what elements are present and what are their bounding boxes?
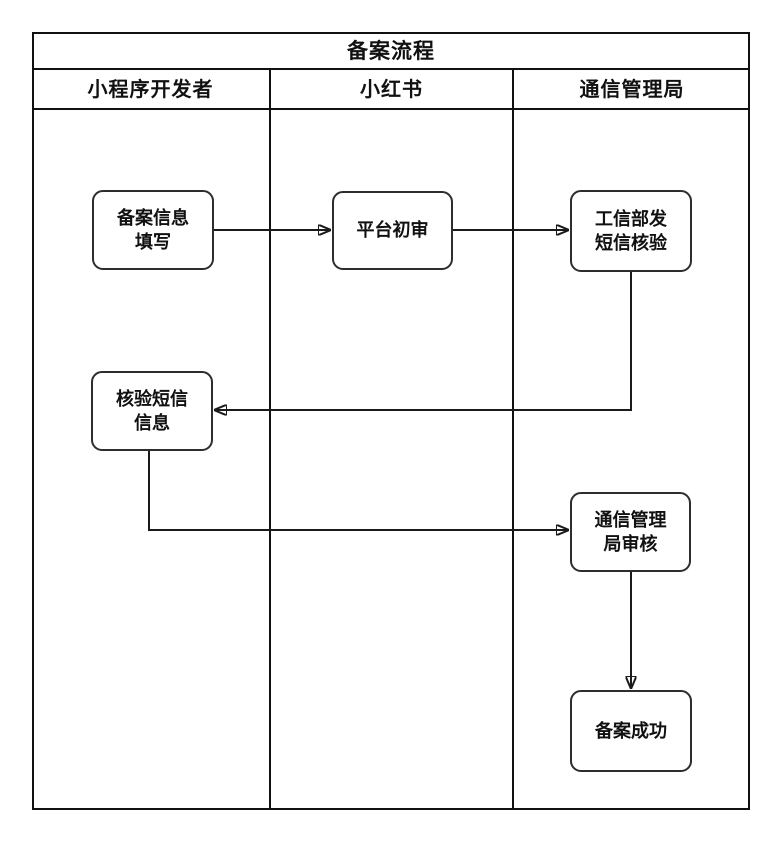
lane-header-telecom-bureau: 通信管理局 [579,79,685,101]
diagram-title: 备案流程 [347,39,435,63]
node-platform-review: 平台初审 [332,191,453,270]
node-filing-success: 备案成功 [570,690,692,772]
node-verify-sms-info: 核验短信 信息 [91,371,213,451]
node-bureau-review: 通信管理 局审核 [570,492,691,572]
title-row-divider [32,68,750,70]
lane-divider-1 [269,68,271,810]
node-fill-info: 备案信息 填写 [92,190,214,270]
table-outer-border [32,32,750,810]
lane-header-xiaohongshu: 小红书 [360,79,423,101]
lane-divider-2 [512,68,514,810]
node-miit-sms-verify: 工信部发 短信核验 [570,190,692,272]
header-row-divider [32,108,750,110]
lane-header-developer: 小程序开发者 [87,79,214,101]
